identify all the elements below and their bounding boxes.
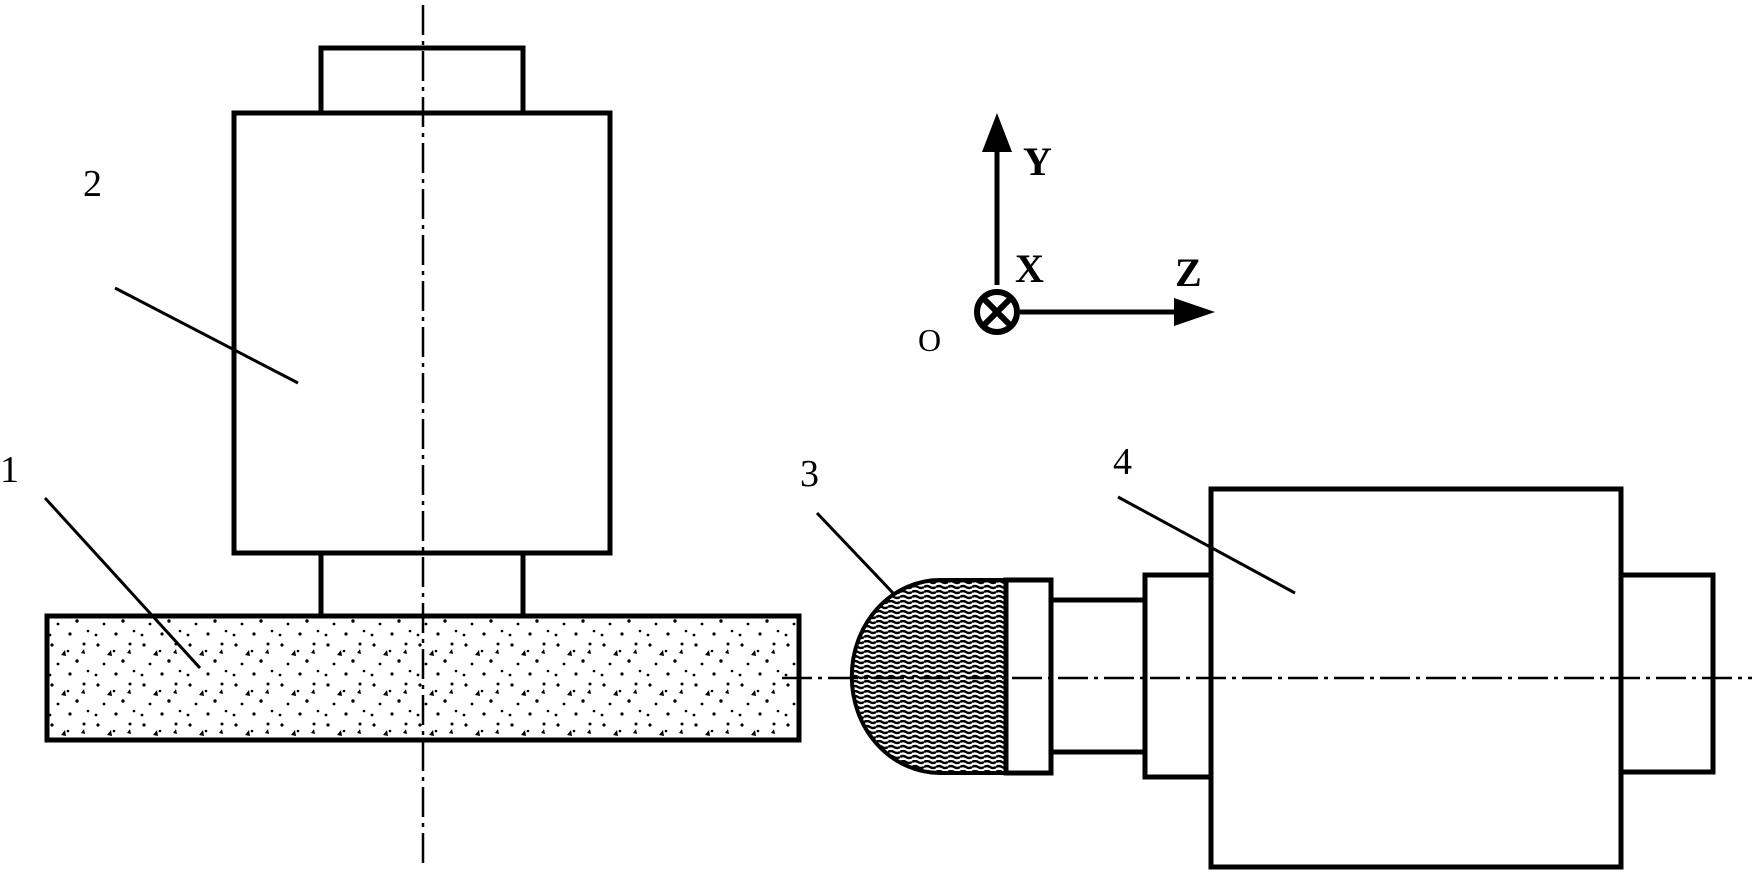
part-label-1: 1 [0,449,19,491]
horizontal-spindle-shaft [1048,597,1148,755]
leader-line-2 [114,286,299,385]
z-axis-arrowhead-icon [1174,298,1215,326]
leader-line-1 [43,496,202,670]
part-label-4: 4 [1113,441,1132,483]
x-axis-into-page-icon [974,289,1020,335]
origin-label: O [918,322,941,358]
part-label-2: 2 [83,163,102,205]
horizontal-spindle-rear-cap [1618,572,1716,775]
hemispherical-tool-head [849,578,1008,775]
z-axis-label: Z [1175,250,1202,295]
y-axis-label: Y [1023,139,1052,184]
horizontal-spindle-collar [1142,572,1214,780]
part-label-3: 3 [800,453,819,495]
y-axis-arrowhead-icon [982,113,1012,152]
leader-line-4 [1117,495,1296,595]
x-axis-label: X [1015,246,1044,291]
tool-flange [1003,577,1054,776]
leader-line-3 [815,511,895,595]
coordinate-system [974,113,1215,335]
